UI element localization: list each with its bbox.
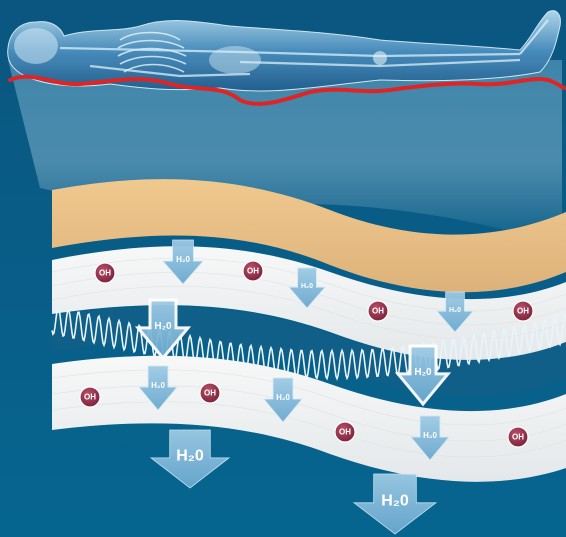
hydroxyl-label: OH [372, 307, 384, 316]
water-label: H₂0 [176, 448, 204, 465]
water-label: H₂0 [381, 493, 409, 510]
hydroxyl-molecule-icon: OH [368, 301, 388, 321]
hydroxyl-molecule-icon: OH [513, 301, 533, 321]
water-label: H₂0 [423, 431, 437, 440]
water-label: H₂0 [301, 283, 313, 290]
water-label: H₂0 [154, 321, 172, 332]
hydroxyl-label: OH [517, 307, 529, 316]
water-label: H₂0 [449, 307, 461, 314]
hydroxyl-label: OH [247, 267, 259, 276]
water-label: H₂0 [176, 255, 190, 264]
hydroxyl-label: OH [84, 393, 96, 402]
water-label: H₂0 [276, 393, 290, 402]
hydroxyl-molecule-icon: OH [95, 263, 115, 283]
hydroxyl-molecule-icon: OH [80, 387, 100, 407]
hydroxyl-molecule-icon: OH [243, 261, 263, 281]
hydroxyl-molecule-icon: OH [200, 383, 220, 403]
hydroxyl-label: OH [99, 269, 111, 278]
hydroxyl-label: OH [339, 428, 351, 437]
water-label: H₂0 [151, 381, 165, 390]
hydroxyl-molecule-icon: OH [508, 427, 528, 447]
hydroxyl-label: OH [512, 433, 524, 442]
hydroxyl-label: OH [204, 389, 216, 398]
water-label: H₂0 [414, 367, 432, 378]
hydroxyl-molecule-icon: OH [335, 422, 355, 442]
